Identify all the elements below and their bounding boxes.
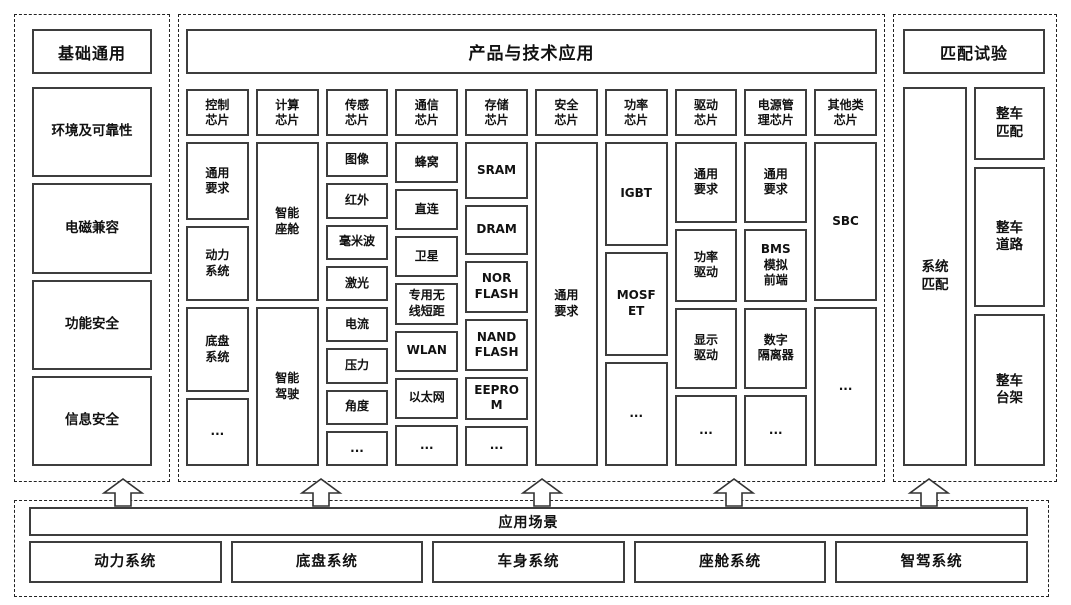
product-column-header: 电源管 理芯片 (744, 89, 808, 136)
product-item: EEPROM (465, 377, 528, 420)
product-item: DRAM (465, 204, 528, 255)
product-item: 图像 (325, 142, 389, 178)
product-item: 角度 (325, 389, 389, 425)
matching-title: 匹配试验 (903, 29, 1045, 74)
matching-vehicle-list: 整车 匹配整车 道路整车 台架 (974, 87, 1045, 466)
product-item: ... (604, 362, 668, 466)
scenario-bar: 应用场景 (29, 507, 1028, 536)
product-item: SRAM (465, 142, 528, 199)
scenario-item: 座舱系统 (633, 541, 827, 583)
product-item: 直连 (395, 189, 459, 231)
product-item: 动力 系统 (186, 226, 249, 301)
up-arrow-icon (520, 478, 564, 507)
product-column-header: 安全 芯片 (534, 89, 598, 136)
product-column-header: 驱动 芯片 (674, 89, 738, 136)
product-column: 驱动 芯片通用 要求功率 驱动显示 驱动... (674, 89, 738, 466)
scenario-item: 智驾系统 (835, 541, 1028, 583)
section-scenarios: 应用场景 动力系统底盘系统车身系统座舱系统智驾系统 (14, 500, 1049, 597)
up-arrow-icon (299, 478, 343, 507)
product-item: NAND FLASH (465, 318, 528, 372)
matching-vehicle-item: 整车 匹配 (974, 87, 1045, 161)
product-item: ... (744, 394, 808, 466)
section-base: 基础通用 环境及可靠性电磁兼容功能安全信息安全 (14, 14, 170, 482)
base-item-list: 环境及可靠性电磁兼容功能安全信息安全 (32, 87, 152, 466)
base-item: 信息安全 (32, 375, 152, 466)
product-column-header: 通信 芯片 (395, 89, 459, 136)
product-column-header: 计算 芯片 (255, 89, 319, 136)
base-item: 功能安全 (32, 279, 152, 370)
scenario-item-list: 动力系统底盘系统车身系统座舱系统智驾系统 (29, 541, 1028, 583)
product-column-header: 控制 芯片 (186, 89, 249, 136)
section-matching: 匹配试验 系统 匹配 整车 匹配整车 道路整车 台架 (893, 14, 1057, 482)
product-item: ... (325, 430, 389, 466)
products-title: 产品与技术应用 (186, 29, 877, 74)
base-item: 环境及可靠性 (32, 87, 152, 178)
up-arrow-icon (907, 478, 951, 507)
product-column: 传感 芯片图像红外毫米波激光电流压力角度... (325, 89, 389, 466)
product-item: 毫米波 (325, 224, 389, 260)
scenario-item: 底盘系统 (230, 541, 424, 583)
product-item: 智能 座舱 (255, 142, 319, 301)
matching-vehicle-item: 整车 道路 (974, 167, 1045, 308)
product-item: 通用 要求 (534, 142, 598, 466)
product-item: NOR FLASH (465, 260, 528, 313)
product-item: 蜂窝 (395, 142, 459, 184)
product-item: 功率 驱动 (674, 228, 738, 302)
product-column: 控制 芯片通用 要求动力 系统底盘 系统... (186, 89, 249, 466)
product-item: 专用无 线短距 (395, 283, 459, 325)
product-item: SBC (814, 142, 877, 301)
product-item: 显示 驱动 (674, 307, 738, 389)
product-item: 数字 隔离器 (744, 307, 808, 389)
product-column-header: 其他类 芯片 (814, 89, 877, 136)
product-item: WLAN (395, 330, 459, 372)
base-title: 基础通用 (32, 29, 152, 74)
product-columns: 控制 芯片通用 要求动力 系统底盘 系统...计算 芯片智能 座舱智能 驾驶传感… (186, 89, 877, 466)
product-item: 底盘 系统 (186, 307, 249, 393)
product-column: 其他类 芯片 SBC... (814, 89, 877, 466)
product-column-header: 存储 芯片 (465, 89, 528, 136)
product-item: ... (814, 307, 877, 466)
product-column: 安全 芯片通用 要求 (534, 89, 598, 466)
product-item: 以太网 (395, 377, 459, 419)
product-item: 智能 驾驶 (255, 307, 319, 466)
product-item: ... (674, 394, 738, 466)
product-item: 红外 (325, 183, 389, 219)
up-arrow-icon (101, 478, 145, 507)
product-column: 通信 芯片蜂窝直连卫星专用无 线短距 WLAN 以太网... (395, 89, 459, 466)
section-products: 产品与技术应用 控制 芯片通用 要求动力 系统底盘 系统...计算 芯片智能 座… (178, 14, 885, 482)
product-item: 卫星 (395, 236, 459, 278)
product-column-header: 功率 芯片 (604, 89, 668, 136)
up-arrow-icon (712, 478, 756, 507)
product-column: 计算 芯片智能 座舱智能 驾驶 (255, 89, 319, 466)
product-item: 电流 (325, 307, 389, 343)
matching-body: 系统 匹配 整车 匹配整车 道路整车 台架 (903, 87, 1045, 466)
product-item: ... (395, 424, 459, 466)
scenario-item: 动力系统 (29, 541, 222, 583)
product-item: ... (465, 425, 528, 466)
product-item: 激光 (325, 265, 389, 301)
product-item: 压力 (325, 348, 389, 384)
product-item: MOSF ET (604, 252, 668, 356)
product-item: 通用 要求 (744, 142, 808, 223)
product-item: BMS 模拟 前端 (744, 228, 808, 302)
product-item: 通用 要求 (186, 142, 249, 221)
top-row: 基础通用 环境及可靠性电磁兼容功能安全信息安全 产品与技术应用 控制 芯片通用 … (14, 14, 1057, 482)
matching-vehicle-item: 整车 台架 (974, 314, 1045, 466)
product-item: IGBT (604, 142, 668, 246)
product-column-header: 传感 芯片 (325, 89, 389, 136)
product-item: 通用 要求 (674, 142, 738, 223)
matching-system-box: 系统 匹配 (903, 87, 967, 466)
scenario-item: 车身系统 (432, 541, 625, 583)
product-item: ... (186, 398, 249, 466)
base-item: 电磁兼容 (32, 183, 152, 274)
